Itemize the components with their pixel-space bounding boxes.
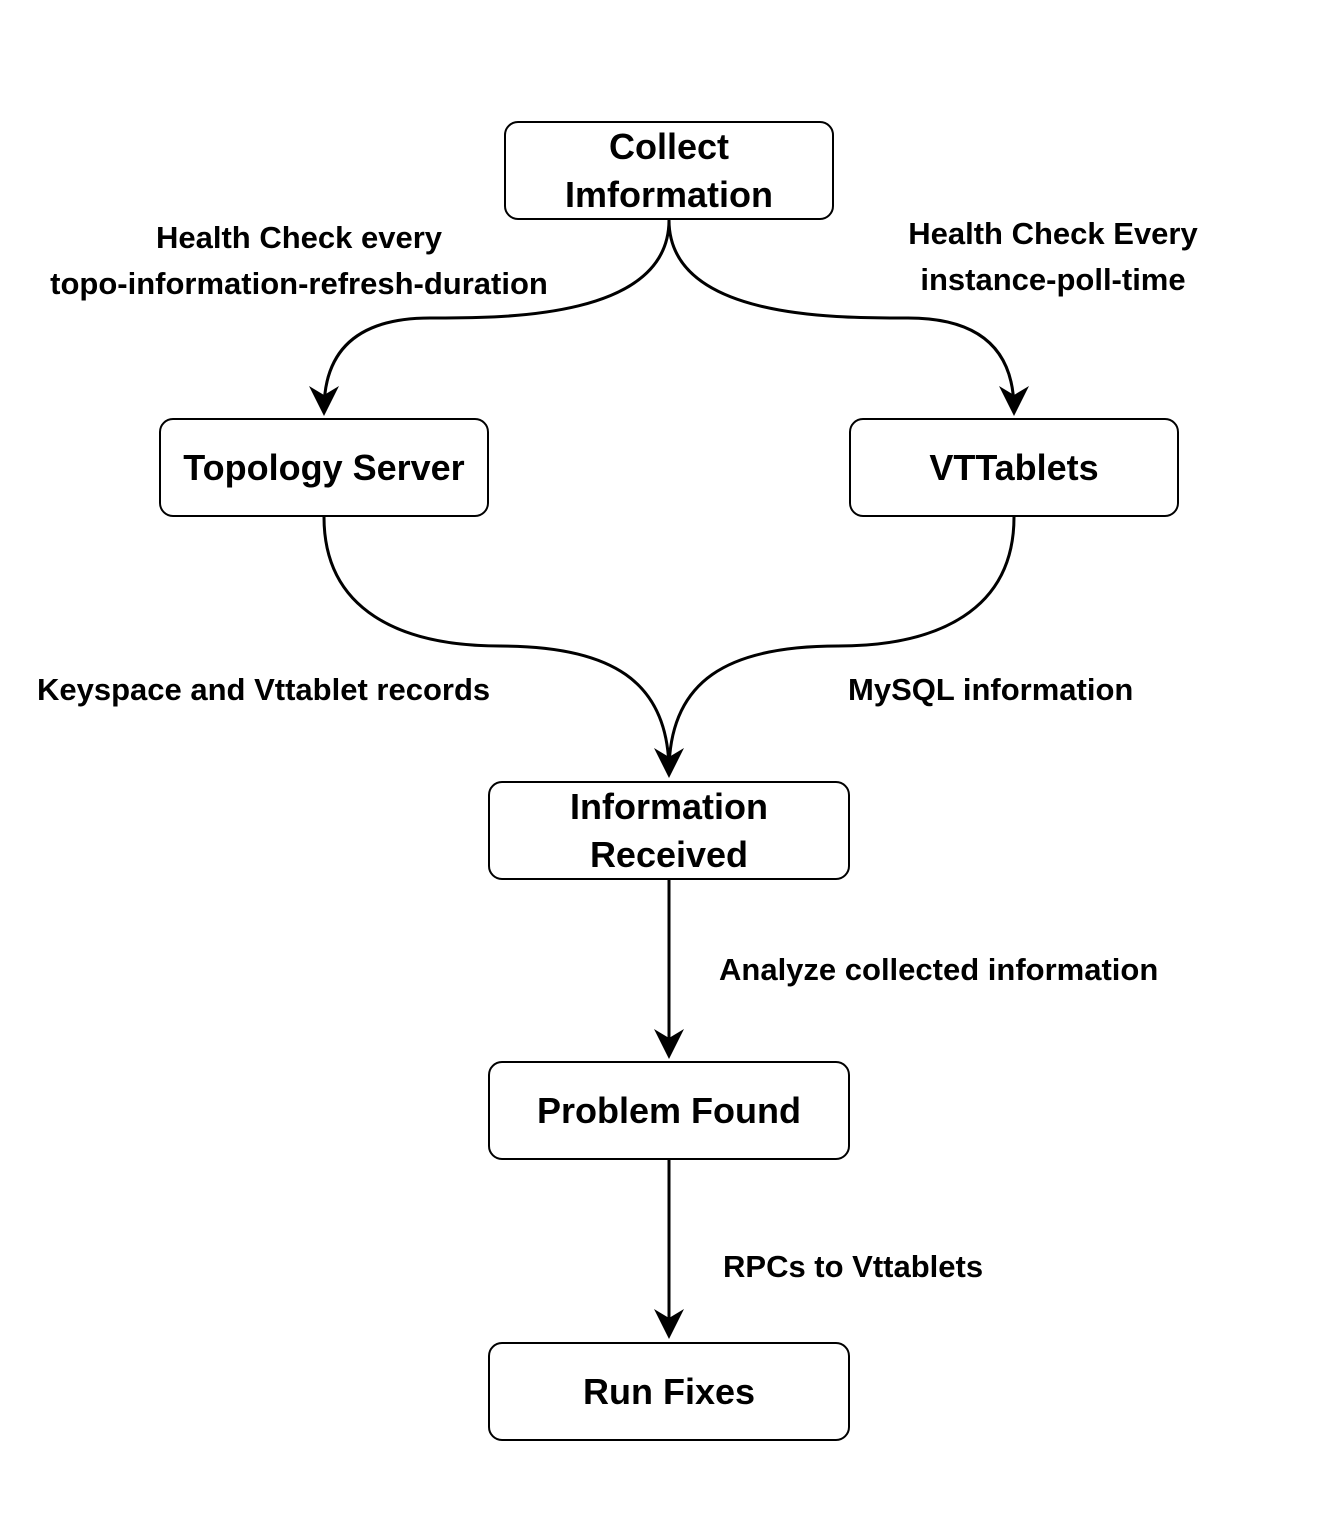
node-problem-found: Problem Found xyxy=(488,1061,850,1160)
node-topology-server: Topology Server xyxy=(159,418,489,517)
label-analyze-information: Analyze collected information xyxy=(719,952,1159,987)
edge-vttablets-to-received xyxy=(667,516,1016,773)
edge-collect-to-topology xyxy=(309,219,671,416)
label-keyspace-records: Keyspace and Vttablet records xyxy=(37,672,491,707)
node-information-received: Information Received xyxy=(488,781,850,880)
node-vttablets: VTTablets xyxy=(849,418,1179,517)
label-health-check-instance: Health Check Every instance-poll-time xyxy=(908,216,1198,297)
label-mysql-information: MySQL information xyxy=(848,672,1134,707)
label-rpcs-to-vttablets: RPCs to Vttablets xyxy=(723,1249,984,1284)
edge-collect-to-vttablets xyxy=(667,219,1029,416)
label-health-check-topo: Health Check every topo-information-refr… xyxy=(50,220,548,301)
edge-topology-to-received xyxy=(322,516,684,778)
node-collect-information: Collect Imformation xyxy=(504,121,834,220)
node-run-fixes: Run Fixes xyxy=(488,1342,850,1441)
